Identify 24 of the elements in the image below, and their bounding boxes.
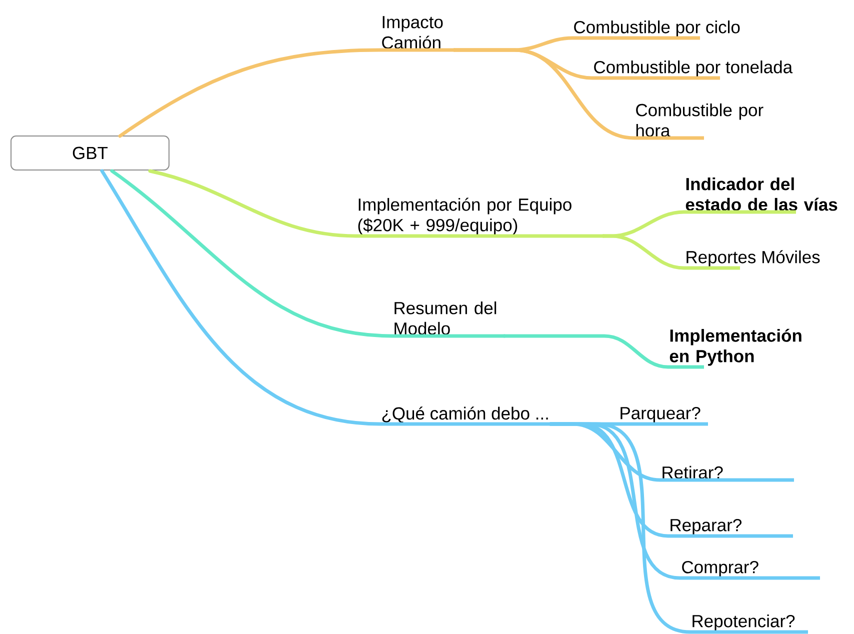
branch-line	[502, 334, 706, 369]
branch-label: ¿Qué camión debo ...	[382, 406, 548, 423]
branch-label: Comprar?	[682, 560, 758, 577]
branch-label: Combustible por hora	[636, 103, 764, 137]
branch-label: Implementación en Python	[670, 328, 802, 366]
branch-label: Resumen del Modelo	[394, 301, 496, 335]
branch-label: Impacto Camión	[382, 16, 443, 49]
branch-line	[118, 48, 456, 138]
branch-label: Indicador del estado de las vías	[686, 177, 838, 211]
branch-label: Reparar?	[670, 518, 742, 535]
branch-line	[602, 234, 742, 270]
branch-label: Combustible por ciclo	[574, 20, 740, 37]
topic-box: GBT	[10, 136, 170, 170]
branch-label: Reportes Móviles	[686, 250, 820, 267]
branch-label: Repotenciar?	[692, 614, 795, 631]
branch-label: Combustible por tonelada	[594, 60, 793, 77]
branch-label: Parquear?	[620, 406, 700, 423]
branch-label: Implementación por Equipo ($20K + 999/equipo)	[358, 198, 572, 235]
branch-line	[452, 48, 706, 140]
branch-line	[110, 169, 506, 338]
branch-line	[548, 422, 810, 634]
branch-label: Retirar?	[662, 466, 723, 479]
branch-line	[100, 169, 552, 426]
branch-line	[148, 169, 606, 238]
